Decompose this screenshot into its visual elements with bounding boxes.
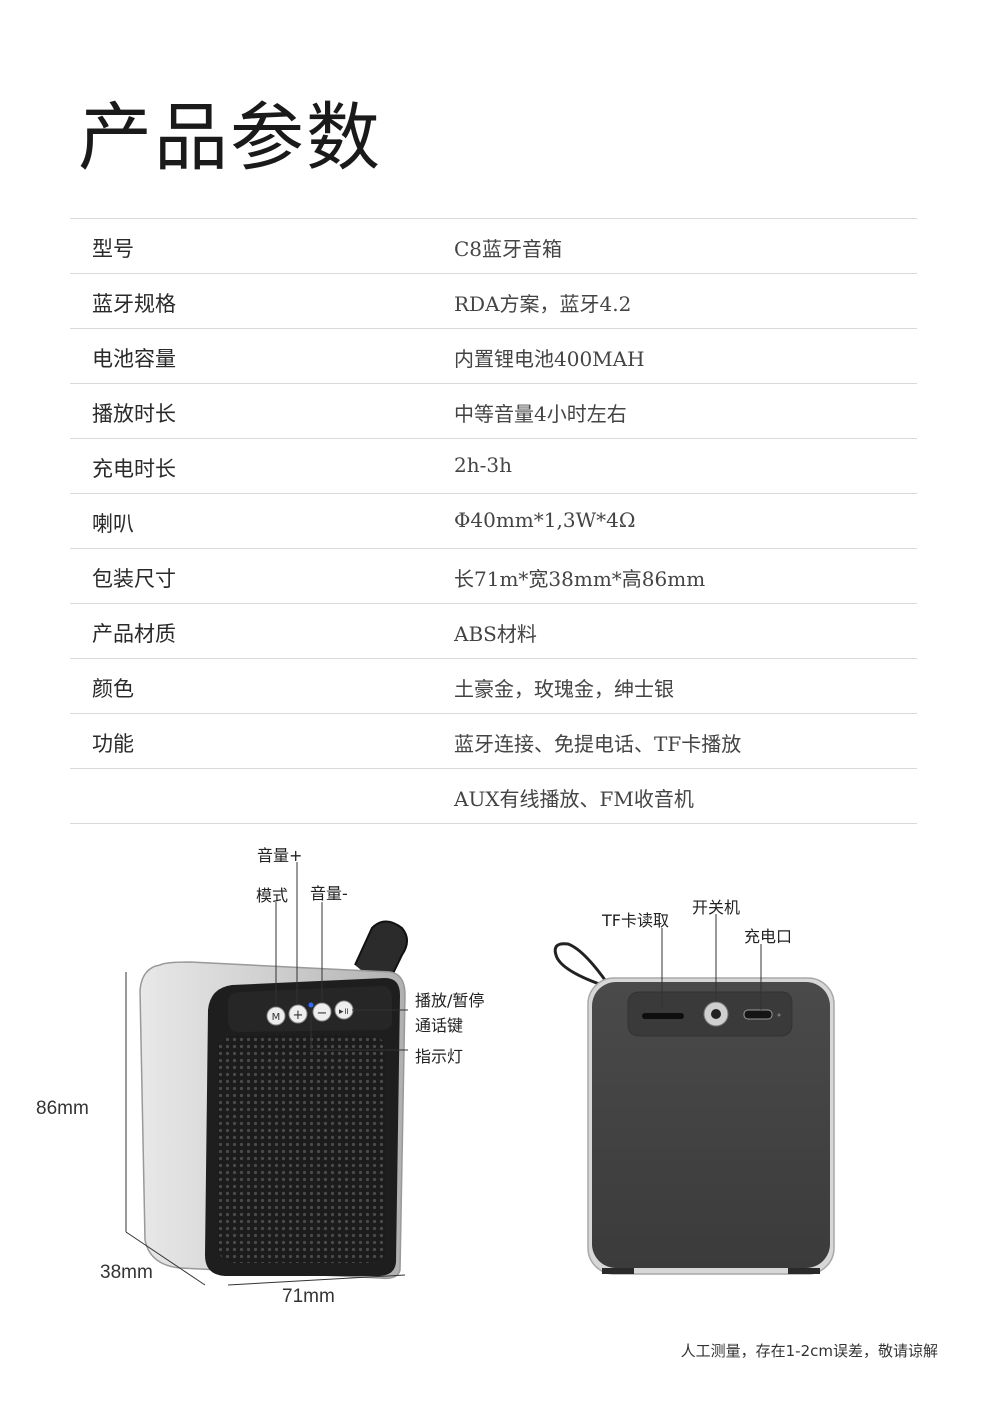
spec-key: 播放时长: [92, 402, 176, 426]
spec-row: 播放时长 中等音量4小时左右: [70, 383, 917, 438]
back-body: [592, 982, 830, 1268]
page-title: 产品参数: [78, 95, 382, 181]
dim-width: 71mm: [282, 1286, 335, 1307]
volume-down-button: −: [312, 1002, 332, 1022]
indicator-light: [308, 1002, 314, 1008]
speaker-grille: [218, 1035, 386, 1263]
spec-row: 产品材质 ABS材料: [70, 603, 917, 658]
volume-up-button: +: [288, 1004, 308, 1024]
spec-row: 型号 C8蓝牙音箱: [70, 218, 917, 273]
play-pause-button: ▸॥: [334, 1000, 354, 1020]
spec-row: 功能 蓝牙连接、免提电话、TF卡播放: [70, 713, 917, 768]
dim-depth: 38mm: [100, 1262, 153, 1283]
dim-height: 86mm: [36, 1098, 89, 1119]
measurement-note: 人工测量，存在1-2cm误差，敬请谅解: [680, 1342, 938, 1360]
spec-key: 功能: [92, 732, 134, 756]
label-volume-down: 音量-: [310, 884, 348, 903]
spec-row: 颜色 土豪金，玫瑰金，绅士银: [70, 658, 917, 713]
svg-text:+: +: [293, 1008, 304, 1023]
spec-value: ABS材料: [454, 622, 537, 646]
back-lanyard: [553, 942, 614, 991]
mode-button: M: [266, 1006, 286, 1026]
spec-value: Φ40mm*1,3W*4Ω: [454, 508, 636, 532]
svg-text:M: M: [272, 1012, 281, 1023]
spec-key: 蓝牙规格: [92, 292, 176, 316]
spec-value: 2h-3h: [454, 453, 512, 477]
spec-key: 产品材质: [92, 622, 176, 646]
back-callout-lines: [661, 914, 762, 1010]
label-play-pause: 播放/暂停: [415, 991, 485, 1010]
label-mode: 模式: [256, 886, 289, 905]
label-power: 开关机: [692, 898, 741, 917]
spec-value: 长71m*宽38mm*高86mm: [454, 567, 706, 591]
label-volume-up: 音量+: [257, 846, 303, 865]
callout-lines: [275, 862, 408, 1051]
spec-key: 喇叭: [92, 512, 134, 536]
dimension-lines: [125, 972, 406, 1286]
spec-key: 型号: [92, 237, 134, 261]
spec-value: 中等音量4小时左右: [454, 402, 627, 426]
label-tf-reader: TF卡读取: [602, 911, 669, 930]
spec-key: 包装尺寸: [92, 567, 176, 591]
spec-row: 蓝牙规格 RDA方案，蓝牙4.2: [70, 273, 917, 328]
tf-slot: [642, 1013, 684, 1019]
spec-key: 充电时长: [92, 457, 176, 481]
spec-value: AUX有线播放、FM收音机: [454, 787, 694, 811]
spec-row: 电池容量 内置锂电池400MAH: [70, 328, 917, 383]
svg-text:−: −: [317, 1006, 328, 1021]
spec-row: 充电时长 2h-3h: [70, 438, 917, 493]
spec-value: RDA方案，蓝牙4.2: [454, 292, 632, 316]
spec-key: 电池容量: [92, 347, 176, 371]
label-indicator: 指示灯: [415, 1047, 464, 1066]
spec-row: AUX有线播放、FM收音机: [70, 768, 917, 824]
spec-value: C8蓝牙音箱: [454, 237, 563, 261]
spec-table: 型号 C8蓝牙音箱 蓝牙规格 RDA方案，蓝牙4.2 电池容量 内置锂电池400MAH…: [70, 218, 917, 824]
spec-value: 蓝牙连接、免提电话、TF卡播放: [454, 732, 742, 756]
charge-port: [743, 1009, 773, 1020]
spec-key: 颜色: [92, 677, 134, 701]
label-charge-port: 充电口: [744, 927, 793, 946]
spec-row: 包装尺寸 长71m*宽38mm*高86mm: [70, 548, 917, 603]
spec-row: 喇叭 Φ40mm*1,3W*4Ω: [70, 493, 917, 548]
spec-value: 内置锂电池400MAH: [454, 347, 645, 371]
spec-value: 土豪金，玫瑰金，绅士银: [454, 677, 674, 701]
label-call-key: 通话键: [415, 1016, 464, 1035]
svg-text:▸॥: ▸॥: [339, 1007, 349, 1017]
